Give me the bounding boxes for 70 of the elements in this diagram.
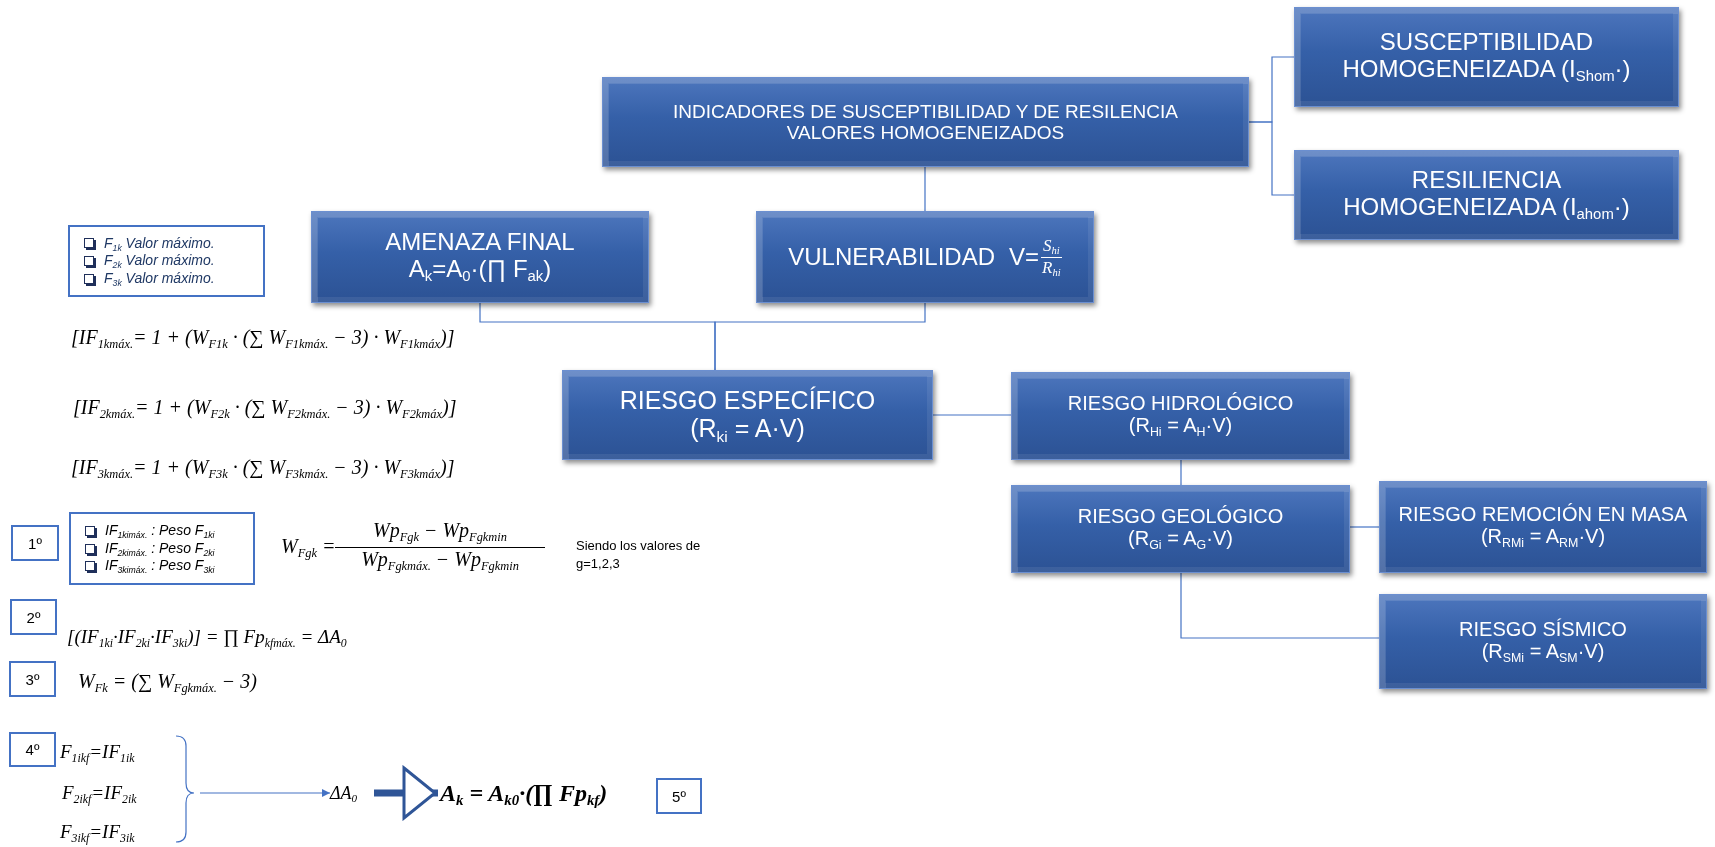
box-title: RIESGO REMOCIÓN EN MASA: [1397, 503, 1689, 526]
box-text: (R$_{SMi}$ = A$_{SM}$·V): [1480, 639, 1606, 666]
step-number-box: [656, 778, 702, 814]
list-item-text: F$_{3k}$ Valor máximo.: [104, 269, 215, 288]
box-text: (R$_{ki}$ = A·V): [689, 413, 806, 445]
fraction-numerator: Wp$_{Fgk}$ − Wp$_{Fgkmin}$: [335, 519, 545, 548]
formula-text: [IF$_{3kmáx.}$= 1 + (W$_{F3k}$ · (∑ W$_{F3kmáx.}$ − 3) · W$_{F3kmáx}$)]: [71, 456, 455, 482]
process-box: [756, 211, 1094, 303]
box-text: VALORES HOMOGENEIZADOS: [785, 122, 1066, 144]
step-number: 3º: [24, 670, 41, 688]
step-number: 4º: [24, 741, 41, 758]
step-number: 2º: [25, 608, 42, 626]
list-item-text: F$_{1k}$ Valor máximo.: [104, 234, 215, 253]
box-title: VULNERABILIDAD: [788, 243, 995, 271]
process-box: [602, 77, 1249, 167]
box-text: (R$_{Hi}$ = A$_{H}$·V): [1127, 414, 1234, 440]
box-title: INDICADORES DE SUSCEPTIBILIDAD Y DE RESILENCIA: [671, 100, 1179, 122]
box-title: RESILIENCIA HOMOGENEIZADA (I$_{ahom}$·): [1342, 167, 1631, 223]
formula-text: F$_{1ikf}$=IF$_{1ik}$: [60, 741, 135, 766]
step-number-box: [9, 661, 56, 697]
formula-text: [(IF$_{1ki}$·IF$_{2ki}$·IF$_{3ki}$)] = ∏ Fp$_{kfmáx.}$ = ΔA$_{0}$: [67, 626, 347, 651]
connector-line: [1349, 526, 1380, 528]
connector-line: [1248, 121, 1295, 196]
step-number: 5º: [671, 787, 687, 805]
process-box: [1379, 594, 1707, 689]
box-text: A$_{k}$=A$_{0}$·(∏ F$_{ak}$): [407, 255, 553, 285]
connector-line: [932, 414, 1012, 416]
connector-line: [1180, 572, 1380, 639]
list-item-text: IF$_{3kimáx.}$ : Peso F$_{3ki}$: [105, 557, 215, 575]
process-box: [311, 211, 649, 303]
formula-text: W$_{Fgk}$ =: [281, 535, 336, 561]
process-box: [562, 370, 933, 460]
step-number-box: [10, 599, 57, 635]
fraction-denominator: Wp$_{Fgkmáx.}$ − Wp$_{Fgkmin}$: [360, 548, 520, 574]
box-title: RIESGO SÍSMICO: [1458, 617, 1628, 640]
formula-text: F$_{3ikf}$=IF$_{3ik}$: [60, 821, 135, 846]
fraction-denominator: R$_{hi}$: [1042, 257, 1061, 279]
note-box: [68, 225, 265, 297]
note-text: Siendo los valores de g=1,2,3: [576, 537, 702, 573]
connector-line: [714, 302, 926, 371]
formula-text: ΔA$_{0}$: [330, 780, 372, 806]
step-number-box: [11, 525, 59, 561]
formula-text: V=: [1009, 243, 1040, 271]
formula-text: W$_{Fk}$ = (∑ W$_{Fgkmáx.}$ − 3): [78, 670, 257, 696]
box-title: AMENAZA FINAL: [384, 229, 576, 256]
box-text: (R$_{Gi}$ = A$_{G}$·V): [1127, 527, 1234, 553]
formula-text: [IF$_{1kmáx.}$= 1 + (W$_{F1k}$ · (∑ W$_{F1kmáx.}$ − 3) · W$_{F1kmáx}$)]: [71, 326, 455, 352]
fraction-numerator: S$_{hi}$: [1041, 235, 1062, 258]
note-box: [69, 512, 255, 585]
process-box: [1294, 150, 1679, 240]
box-title: RIESGO GEOLÓGICO: [1076, 505, 1285, 528]
process-box: [1011, 485, 1350, 573]
arrow: [199, 789, 331, 797]
step-number: 1º: [27, 534, 43, 552]
step-number-box: [9, 732, 56, 767]
process-box: [1294, 7, 1679, 107]
list-item-text: IF$_{1kimáx.}$ : Peso F$_{1ki}$: [105, 522, 215, 540]
box-title: RIESGO ESPECÍFICO: [618, 385, 877, 414]
process-box: [1379, 481, 1707, 573]
list-item-text: F$_{2k}$ Valor máximo.: [104, 252, 215, 270]
formula-text: A$_{k}$ = A$_{k0}$·(∏ Fp$_{kf}$): [440, 773, 655, 813]
box-title: SUSCEPTIBILIDAD HOMOGENEIZADA (I$_{Shom}$·): [1341, 29, 1632, 85]
box-title: RIESGO HIDROLÓGICO: [1066, 392, 1295, 415]
connector-line: [924, 166, 926, 212]
box-text: (R$_{RMi}$ = A$_{RM}$·V): [1479, 525, 1607, 551]
connector-line: [1180, 459, 1182, 486]
process-box: [1011, 372, 1350, 460]
formula-text: F$_{2ikf}$=IF$_{2ik}$: [62, 782, 137, 807]
formula-text: [IF$_{2kmáx.}$= 1 + (W$_{F2k}$ · (∑ W$_{F2kmáx.}$ − 3) · W$_{F2kmáx}$)]: [73, 396, 457, 422]
list-item-text: IF$_{2kimáx.}$ : Peso F$_{2ki}$: [105, 539, 215, 558]
